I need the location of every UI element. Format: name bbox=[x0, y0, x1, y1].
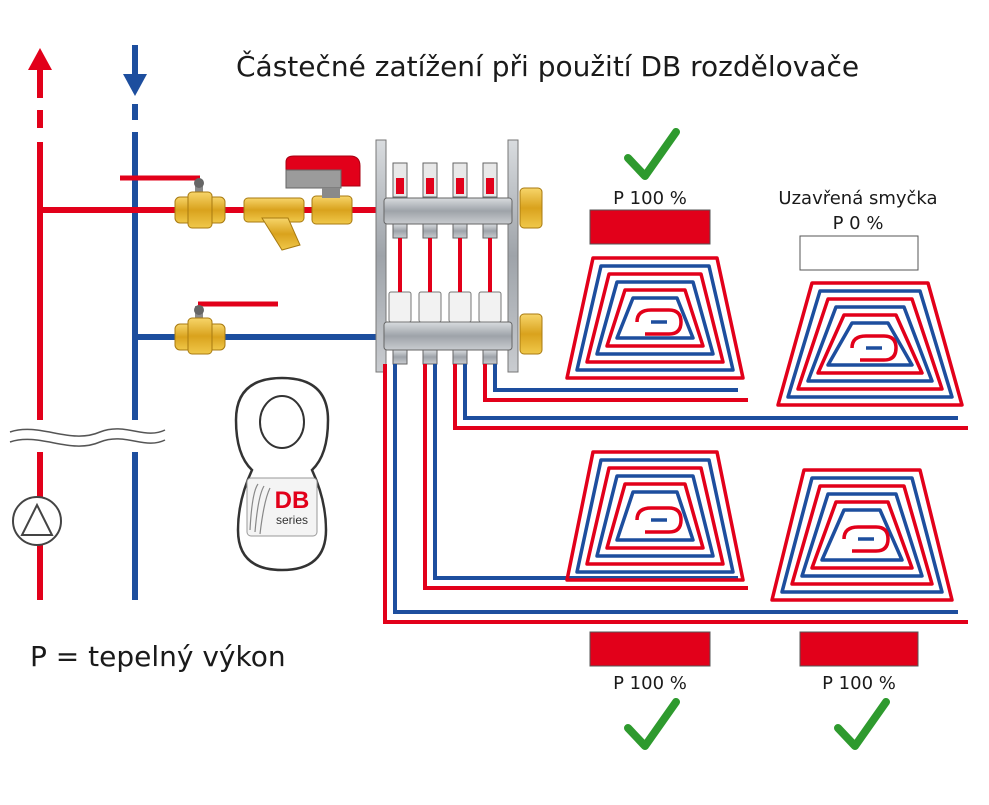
loop-coil-top-left-ring bbox=[615, 296, 695, 340]
supply-arrow-up-icon bbox=[28, 48, 52, 70]
loop-coil-bottom-right-ring bbox=[780, 476, 944, 594]
loop-coil-bottom-right-ring bbox=[790, 484, 934, 586]
thermo-actuators[interactable] bbox=[388, 291, 502, 323]
loop-coil-bottom-left bbox=[565, 450, 745, 582]
power-bar-bottom-left bbox=[589, 631, 711, 667]
loop-coil-bottom-left-ring bbox=[595, 474, 715, 558]
loop-coil-bottom-left-ring bbox=[575, 458, 735, 574]
loop-coil-top-left-ring bbox=[575, 264, 735, 372]
heating-loops bbox=[565, 256, 964, 602]
loop-coil-bottom-right bbox=[770, 468, 954, 602]
return-arrow-down-icon bbox=[123, 74, 147, 96]
loop-coil-bottom-right-ring bbox=[800, 492, 924, 578]
loop-coil-top-right-ring bbox=[786, 289, 954, 399]
supply-manifold-bar bbox=[383, 197, 513, 225]
page-title: Částečné zatížení při použití DB rozdělo… bbox=[236, 50, 860, 83]
loop-coil-top-left-ring bbox=[595, 280, 715, 356]
loop-coil-bottom-right-ring bbox=[810, 500, 914, 570]
closed-loop-note: Uzavřená smyčka bbox=[778, 188, 938, 209]
loop-coil-bottom-right-ring bbox=[820, 508, 904, 562]
loop-label-top-left: P 100 % bbox=[613, 188, 687, 209]
loop-coil-bottom-left-core bbox=[635, 506, 683, 534]
loop-coil-bottom-right-core bbox=[842, 525, 890, 553]
loop-coil-bottom-right-ring bbox=[770, 468, 954, 602]
badge-sub: series bbox=[276, 513, 308, 527]
power-bar-top-right bbox=[799, 235, 919, 271]
loop-coil-bottom-left-ring bbox=[605, 482, 705, 550]
loop-coil-bottom-left-ring bbox=[615, 490, 695, 542]
pipe-break-icon bbox=[9, 428, 166, 447]
loop-coil-top-right-ring bbox=[806, 305, 934, 383]
loop-label-bottom-right: P 100 % bbox=[822, 673, 896, 694]
check-icon-top-left bbox=[624, 128, 680, 180]
return-ball-valve-icon[interactable] bbox=[174, 301, 278, 355]
legend-text: P = tepelný výkon bbox=[30, 640, 286, 673]
check-icon-bottom-right bbox=[834, 698, 890, 750]
zone-valve-actuator-icon[interactable] bbox=[285, 155, 361, 225]
loop-coil-top-right-ring bbox=[816, 313, 924, 375]
loop-coil-top-left-ring bbox=[585, 272, 725, 364]
badge-brand: DB bbox=[275, 487, 310, 514]
loop-coil-top-right-ring bbox=[826, 321, 914, 367]
manifold-vent-valves bbox=[519, 187, 543, 355]
power-bar-top-left bbox=[589, 209, 711, 245]
strainer-icon bbox=[243, 197, 305, 251]
pump-icon bbox=[12, 496, 62, 546]
loop-coil-top-left-ring bbox=[565, 256, 745, 380]
loop-coil-bottom-left-ring bbox=[565, 450, 745, 582]
loop-coil-top-right-ring bbox=[796, 297, 944, 391]
manifold-connectors bbox=[398, 238, 492, 292]
return-manifold-bar bbox=[383, 321, 513, 351]
loop-coil-top-right bbox=[776, 281, 964, 407]
supply-ball-valve-icon[interactable] bbox=[120, 175, 226, 229]
loop-coil-top-right-ring bbox=[776, 281, 964, 407]
db-series-badge: DB series bbox=[234, 376, 330, 572]
manifold bbox=[375, 139, 543, 373]
loop-label-top-right: P 0 % bbox=[832, 213, 884, 234]
loop-coil-top-left bbox=[565, 256, 745, 380]
loop-coil-top-left-ring bbox=[605, 288, 705, 348]
return-riser bbox=[123, 45, 147, 600]
loop-coil-top-right-core bbox=[850, 334, 898, 362]
loop-coil-top-left-core bbox=[635, 308, 683, 336]
loop-label-bottom-left: P 100 % bbox=[613, 673, 687, 694]
check-icon-bottom-left bbox=[624, 698, 680, 750]
flow-meters[interactable] bbox=[392, 162, 498, 198]
loop-coil-bottom-left-ring bbox=[585, 466, 725, 566]
loop-feed-pipes bbox=[383, 364, 968, 624]
power-bar-bottom-right bbox=[799, 631, 919, 667]
